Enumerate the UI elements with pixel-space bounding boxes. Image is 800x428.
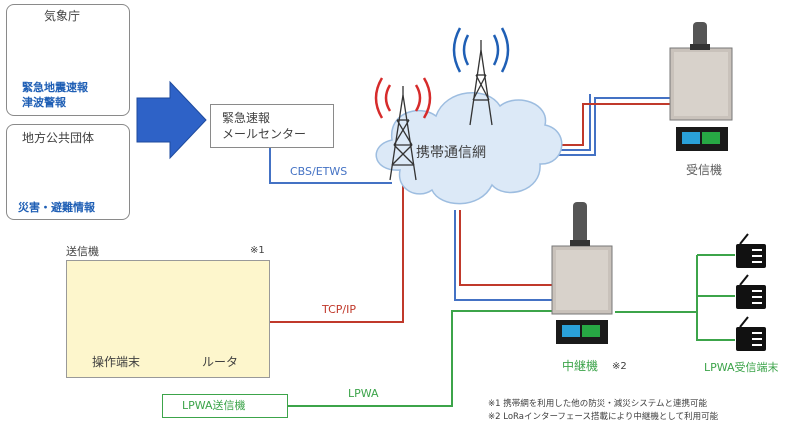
lpwa-sender-box (162, 394, 288, 418)
lpwa-label: LPWA (348, 387, 379, 400)
sender-title: 送信機 (66, 245, 99, 258)
lpwa-speaker-grill (752, 249, 762, 346)
localgov-title: 地方公共団体 (22, 131, 95, 145)
relay-device-icon (551, 202, 613, 344)
jma-title: 気象庁 (44, 9, 81, 23)
sender-note: ※1 (250, 245, 265, 256)
note-1: ※1 携帯網を利用した他の防災・減災システムと連携可能 (488, 399, 707, 409)
network-label: 携帯通信網 (416, 145, 486, 161)
relay-note: ※2 (612, 361, 627, 372)
lpwa-receivers-label: LPWA受信端末 (704, 361, 779, 374)
localgov-label: 災害・避難情報 (18, 201, 95, 214)
tcp-label: TCP/IP (322, 303, 356, 316)
localgov-box (6, 124, 130, 220)
flow-arrow-icon (136, 80, 207, 160)
cloud-icon (375, 92, 563, 205)
jma-box (6, 4, 130, 116)
sender-box (66, 260, 270, 378)
mailcenter-box (210, 104, 334, 148)
lpwa-sender-label: LPWA送信機 (182, 399, 246, 412)
receiver-device-icon (669, 22, 733, 151)
lpwa-antenna-icon (739, 233, 749, 328)
mailcenter-line2: メールセンター (222, 127, 307, 141)
note-2: ※2 LoRaインターフェース搭載により中継機として利用可能 (488, 412, 719, 422)
router-label: ルータ (202, 355, 239, 369)
relay-label: 中継機 (562, 359, 599, 373)
cbs-label: CBS/ETWS (290, 165, 348, 178)
radio-wave-icon (374, 27, 510, 119)
terminal-label: 操作端末 (92, 355, 141, 369)
receiver-label: 受信機 (686, 163, 723, 177)
jma-line2: 津波警報 (22, 96, 66, 109)
green-connection-lines (288, 254, 735, 407)
mailcenter-line1: 緊急速報 (222, 111, 271, 125)
cell-tower-icon (389, 40, 493, 181)
jma-line1: 緊急地震速報 (22, 81, 88, 94)
